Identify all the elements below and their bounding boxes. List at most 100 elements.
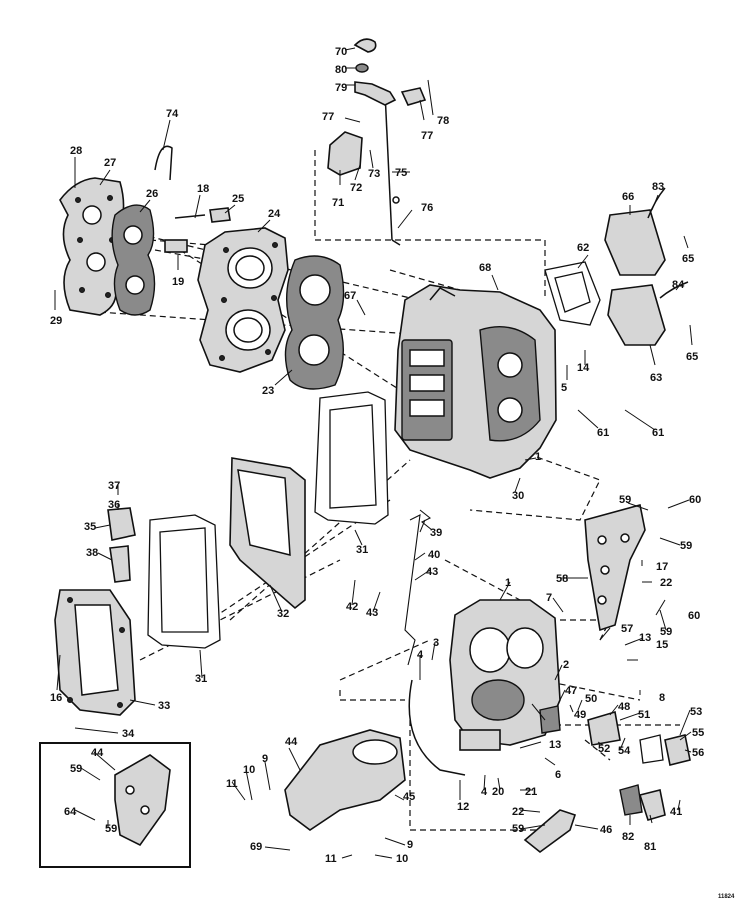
- part-number-label: 13: [549, 739, 561, 751]
- part-number-label: 18: [197, 183, 209, 195]
- bracket-58: [584, 504, 646, 632]
- part-number-label: 47: [565, 685, 577, 697]
- part-number-label: 84: [672, 279, 685, 291]
- part-56: [664, 734, 691, 766]
- part-number-label: 35: [84, 521, 96, 533]
- bracket-44: [284, 729, 406, 831]
- part-number-label: 57: [621, 623, 633, 635]
- part-number-label: 72: [350, 182, 362, 194]
- block-35: [107, 507, 136, 541]
- crankcase-lower: [449, 599, 561, 751]
- part-number-label: 38: [86, 547, 98, 559]
- part-number-label: 17: [656, 561, 668, 573]
- head-gasket-23: [284, 255, 345, 390]
- exhaust-gasket-31-lower: [147, 514, 221, 649]
- bracket-46: [523, 809, 577, 854]
- image-code: 11824: [718, 894, 735, 900]
- part-number-label: 50: [585, 693, 597, 705]
- block-38: [109, 545, 131, 583]
- spring-39: [419, 509, 433, 531]
- part-number-label: 73: [368, 168, 380, 180]
- part-number-label: 59: [680, 540, 692, 552]
- part-number-label: 43: [426, 566, 438, 578]
- part-number-label: 14: [577, 362, 590, 374]
- part-number-label: 28: [70, 145, 82, 157]
- part-number-label: 1: [535, 451, 541, 463]
- part-number-label: 62: [577, 242, 589, 254]
- part-number-label: 65: [682, 253, 694, 265]
- part-number-label: 77: [421, 130, 433, 142]
- part-number-label: 78: [437, 115, 449, 127]
- part-number-label: 67: [344, 290, 356, 302]
- part-number-label: 48: [618, 701, 630, 713]
- part-number-label: 31: [356, 544, 368, 556]
- part-number-label: 68: [479, 262, 491, 274]
- part-number-label: 60: [689, 494, 701, 506]
- part-number-label: 58: [556, 573, 568, 585]
- part-number-label: 56: [692, 747, 704, 759]
- part-54: [639, 734, 664, 764]
- part-number-label: 80: [335, 64, 347, 76]
- part-number-label: 5: [561, 382, 567, 394]
- part-number-label: 59: [105, 823, 117, 835]
- part-number-label: 55: [692, 727, 704, 739]
- part-number-label: 30: [512, 490, 524, 502]
- part-number-label: 44: [285, 736, 298, 748]
- part-number-label: 20: [492, 786, 504, 798]
- part-number-label: 23: [262, 385, 274, 397]
- part-number-label: 26: [146, 188, 158, 200]
- washer-80: [355, 63, 369, 73]
- part-number-label: 59: [70, 763, 82, 775]
- rod-75: [384, 91, 401, 246]
- reed-cover-63: [607, 284, 666, 346]
- hose-line: [408, 679, 466, 776]
- hose-84: [659, 281, 689, 299]
- exhaust-gasket-31-upper: [314, 391, 389, 525]
- part-number-label: 77: [322, 111, 334, 123]
- part-number-label: 29: [50, 315, 62, 327]
- part-number-label: 70: [335, 46, 347, 58]
- part-number-label: 61: [652, 427, 664, 439]
- part-number-label: 1: [505, 577, 511, 589]
- part-number-label: 43: [366, 607, 378, 619]
- part-number-label: 36: [108, 499, 120, 511]
- part-number-label: 37: [108, 480, 120, 492]
- spring-70: [353, 38, 377, 53]
- lever-40: [404, 514, 421, 666]
- part-number-label: 9: [262, 753, 268, 765]
- part-number-label: 79: [335, 82, 347, 94]
- head-cover-gasket-26: [111, 204, 156, 316]
- part-number-label: 53: [690, 706, 702, 718]
- part-number-label: 24: [268, 208, 281, 220]
- part-number-label: 45: [403, 791, 415, 803]
- part-number-label: 59: [619, 494, 631, 506]
- part-number-label: 76: [421, 202, 433, 214]
- part-number-label: 41: [670, 806, 682, 818]
- part-number-label: 54: [618, 745, 631, 757]
- screw-18: [174, 214, 206, 219]
- part-number-label: 8: [659, 692, 665, 704]
- part-number-label: 81: [644, 841, 656, 853]
- part-number-label: 63: [650, 372, 662, 384]
- part-number-label: 21: [525, 786, 537, 798]
- clip-25: [209, 207, 231, 223]
- part-number-label: 49: [574, 709, 586, 721]
- part-number-label: 33: [158, 700, 170, 712]
- part-number-label: 3: [433, 637, 439, 649]
- part-number-label: 66: [622, 191, 634, 203]
- part-number-label: 31: [195, 673, 207, 685]
- head-cover-27: [59, 177, 125, 316]
- part-number-label: 13: [639, 632, 651, 644]
- inset-detail-box: [39, 742, 191, 868]
- part-number-label: 12: [457, 801, 469, 813]
- part-47: [539, 705, 561, 734]
- exhaust-outer-cover-33: [54, 589, 136, 716]
- part-number-label: 51: [638, 709, 650, 721]
- part-number-label: 19: [172, 276, 184, 288]
- fitting-74: [154, 145, 173, 181]
- part-number-label: 69: [250, 841, 262, 853]
- part-48: [587, 710, 621, 746]
- part-number-label: 27: [104, 157, 116, 169]
